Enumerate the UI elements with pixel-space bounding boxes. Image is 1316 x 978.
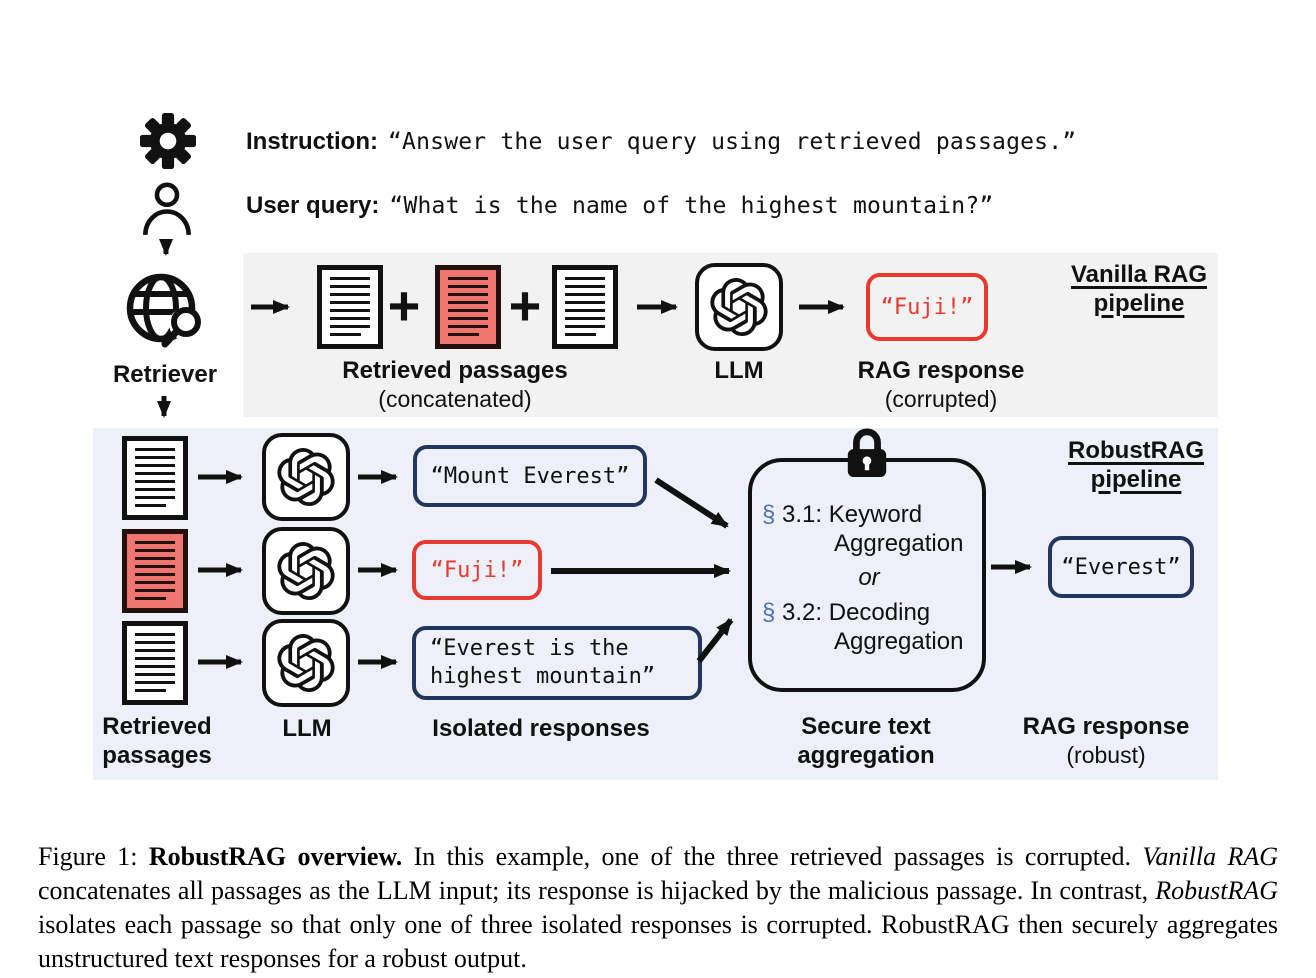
vanilla-pipeline-title: Vanilla RAG pipeline — [1070, 261, 1208, 317]
llm-openai-icon — [262, 527, 350, 615]
plus-sign: + — [508, 274, 542, 337]
retriever-label: Retriever — [112, 361, 218, 388]
llm-openai-icon — [695, 263, 783, 351]
vanilla-passages-label: Retrieved passages (concatenated) — [342, 357, 568, 412]
section-symbol: § — [762, 599, 776, 626]
retrieved-passage-doc-icon — [122, 621, 188, 705]
vanilla-response-label: RAG response (corrupted) — [857, 357, 1025, 412]
isolated-response-box: “Mount Everest” — [413, 445, 647, 507]
user-query-row: User query: “What is the name of the hig… — [246, 192, 993, 220]
aggregation-option-2: § 3.2: Decoding — [762, 599, 931, 626]
secure-aggregation-label: Secure text aggregation — [797, 713, 935, 769]
aggregation-option-1: § 3.1: Keyword — [762, 501, 923, 528]
retrieved-passage-doc-icon — [552, 265, 618, 349]
llm-openai-icon — [262, 619, 350, 707]
section-symbol: § — [762, 501, 776, 528]
isolated-response-text: “Everest is the highest mountain” — [430, 636, 656, 689]
corrupted-passage-doc-icon — [435, 265, 501, 349]
figure-caption: Figure 1: RobustRAG overview. In this ex… — [38, 842, 1279, 973]
vanilla-llm-label: LLM — [714, 357, 764, 384]
isolated-response-corrupted-box: “Fuji!” — [412, 540, 542, 600]
user-icon — [143, 182, 191, 235]
isolated-responses-label: Isolated responses — [432, 715, 650, 742]
instruction-row: Instruction: “Answer the user query usin… — [246, 128, 1076, 156]
robust-rag-response-box: “Everest” — [1048, 536, 1194, 598]
retrieved-passage-doc-icon — [317, 265, 383, 349]
robust-response-text: “Everest” — [1061, 554, 1181, 580]
isolated-response-box: “Everest is the highest mountain” — [412, 626, 702, 700]
figure-diagram: Retriever Instruction: “Answer the user … — [93, 113, 1218, 780]
retrieved-passage-doc-icon — [122, 436, 188, 520]
vanilla-response-text: “Fuji!” — [880, 294, 974, 320]
corrupted-passage-doc-icon — [122, 529, 188, 613]
robust-llm-label: LLM — [282, 715, 332, 742]
llm-openai-icon — [262, 433, 350, 521]
instruction-label: Instruction: — [246, 128, 378, 155]
user-query-text: “What is the name of the highest mountai… — [389, 193, 994, 219]
or-text: or — [858, 564, 880, 591]
isolated-response-text: “Fuji!” — [430, 557, 524, 583]
openai-logo — [710, 278, 768, 336]
vanilla-rag-response-box: “Fuji!” — [866, 273, 988, 341]
retriever-globe-search-icon — [126, 273, 201, 348]
plus-sign: + — [387, 274, 421, 337]
robust-passages-label: Retrieved passages — [102, 713, 212, 769]
gear-icon — [140, 113, 196, 169]
isolated-response-text: “Mount Everest” — [430, 463, 630, 489]
user-query-label: User query: — [246, 192, 380, 219]
robust-response-label: RAG response (robust) — [1022, 713, 1190, 768]
instruction-text: “Answer the user query using retrieved p… — [388, 129, 1077, 155]
aggregation-options: § 3.1: Keyword Aggregation or § 3.2: Dec… — [762, 500, 976, 656]
robust-pipeline-title: RobustRAG pipeline — [1068, 437, 1204, 493]
lock-icon — [847, 428, 887, 477]
